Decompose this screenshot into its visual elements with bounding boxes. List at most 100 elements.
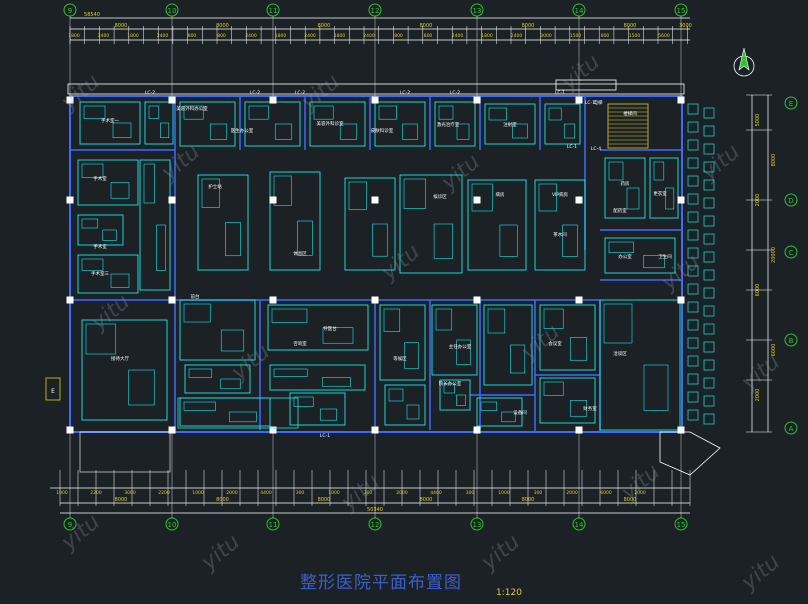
structural-column bbox=[269, 96, 277, 104]
balcony-chair bbox=[703, 233, 715, 245]
dimension-text-top-detail: 1800 bbox=[334, 33, 346, 39]
grid-label-bottom: 10 bbox=[168, 521, 177, 529]
room-furniture-group bbox=[604, 157, 646, 219]
entrance-steps bbox=[79, 431, 171, 473]
balcony-chair bbox=[687, 121, 699, 133]
grid-label-top: 9 bbox=[68, 7, 72, 15]
balcony-chair bbox=[687, 337, 699, 349]
furniture-item bbox=[388, 388, 404, 402]
furniture-item bbox=[321, 377, 352, 387]
structural-column bbox=[371, 196, 379, 204]
room-label: 病房 bbox=[496, 191, 505, 198]
furniture-item bbox=[562, 224, 578, 257]
structural-column bbox=[66, 96, 74, 104]
balcony-chair bbox=[703, 215, 715, 227]
dimension-text-bottom-detail: 2000 bbox=[634, 490, 646, 496]
dimension-text-top-detail: 3000 bbox=[540, 33, 552, 39]
dimension-text-bottom-detail: 300 bbox=[364, 490, 373, 496]
room-label: 办公室 bbox=[618, 253, 632, 260]
stair-hatch bbox=[607, 103, 649, 149]
balcony-chair bbox=[687, 103, 699, 115]
grid-label-top: 12 bbox=[371, 7, 380, 15]
room-furniture-group bbox=[599, 299, 681, 431]
dimension-text-top-bay: 3000 bbox=[679, 23, 692, 29]
grid-label-top: 11 bbox=[269, 7, 278, 15]
dimension-text-bottom-detail: 1000 bbox=[56, 490, 68, 496]
room-label: LC-2 bbox=[250, 90, 260, 96]
dimension-text-bottom-detail: 2000 bbox=[226, 490, 238, 496]
balcony-chair bbox=[687, 319, 699, 331]
balcony-chair bbox=[703, 179, 715, 191]
furniture-item bbox=[480, 401, 498, 411]
room-label: 前台 bbox=[191, 293, 200, 300]
dimension-text-bottom-bay: 8000 bbox=[420, 497, 433, 503]
dimension-text-right: 2000 bbox=[755, 389, 761, 402]
structural-column bbox=[575, 296, 583, 304]
room-label: 配药室 bbox=[613, 207, 627, 214]
balcony-chair bbox=[687, 229, 699, 241]
grid-bubble-right bbox=[784, 245, 798, 259]
furniture-item bbox=[183, 401, 216, 411]
room-label: 院长办公室 bbox=[439, 380, 462, 387]
structural-column bbox=[371, 96, 379, 104]
furniture-item bbox=[148, 105, 160, 119]
furniture-item bbox=[608, 241, 634, 253]
furniture-item bbox=[456, 123, 470, 140]
balcony-chair bbox=[687, 139, 699, 151]
furniture-item bbox=[378, 105, 397, 120]
left-marker bbox=[45, 377, 61, 401]
entrance-sofa-group bbox=[177, 397, 299, 429]
grid-label-bottom: 12 bbox=[371, 521, 380, 529]
room-label: 楼梯间 bbox=[623, 110, 637, 117]
room-label: 美容外科诊室 bbox=[317, 120, 344, 127]
dimension-text-right-total: 20000 bbox=[771, 247, 777, 263]
furniture-item bbox=[229, 411, 257, 423]
dimension-text-bottom-detail: 1000 bbox=[498, 490, 510, 496]
room-furniture-group bbox=[77, 254, 139, 294]
furniture-item bbox=[201, 178, 220, 208]
grid-label-top: 14 bbox=[575, 7, 584, 15]
furniture-item bbox=[456, 394, 466, 406]
balcony-chair bbox=[687, 355, 699, 367]
furniture-item bbox=[512, 123, 528, 139]
dimension-text-bottom-detail: 300 bbox=[466, 490, 475, 496]
room-furniture-group bbox=[399, 174, 463, 274]
room-label: 会议室 bbox=[548, 340, 562, 347]
grid-label-right: B bbox=[789, 337, 794, 345]
furniture-item bbox=[183, 105, 204, 120]
room-furniture-group bbox=[179, 299, 256, 361]
furniture-item bbox=[665, 187, 675, 210]
furniture-item bbox=[404, 342, 419, 370]
furniture-item bbox=[220, 329, 245, 352]
grid-label-bottom: 11 bbox=[269, 521, 278, 529]
balcony-chair bbox=[687, 175, 699, 187]
furniture-item bbox=[501, 411, 516, 423]
dimension-text-top-detail: 1800 bbox=[127, 33, 139, 39]
dimension-text-bottom-detail: 4400 bbox=[260, 490, 272, 496]
room-label: LC-2 bbox=[295, 90, 305, 96]
structural-column bbox=[168, 96, 176, 104]
furniture-item bbox=[273, 175, 292, 206]
balcony-chair bbox=[703, 125, 715, 137]
dimension-text-top-detail: 2400 bbox=[98, 33, 110, 39]
structural-column bbox=[677, 196, 685, 204]
dimension-text-bottom-bay: 8000 bbox=[115, 497, 128, 503]
furniture-item bbox=[225, 222, 241, 257]
dimension-text-top-bay: 8000 bbox=[115, 23, 128, 29]
room-label: 护士站 bbox=[208, 183, 222, 190]
balcony-chair bbox=[687, 193, 699, 205]
dimension-text-top-detail: 1500 bbox=[570, 33, 582, 39]
dimension-text-right-total: 6000 bbox=[771, 344, 777, 357]
furniture-item bbox=[435, 308, 453, 331]
structural-column bbox=[269, 296, 277, 304]
dimension-text-bottom-bay: 8000 bbox=[624, 497, 637, 503]
structural-column bbox=[473, 96, 481, 104]
furniture-item bbox=[433, 223, 454, 259]
room-furniture-group bbox=[434, 101, 476, 147]
furniture-item bbox=[626, 187, 640, 210]
balcony-chair bbox=[703, 341, 715, 353]
furniture-item bbox=[383, 308, 401, 332]
grid-label-top: 15 bbox=[677, 7, 686, 15]
furniture-item bbox=[313, 105, 334, 120]
